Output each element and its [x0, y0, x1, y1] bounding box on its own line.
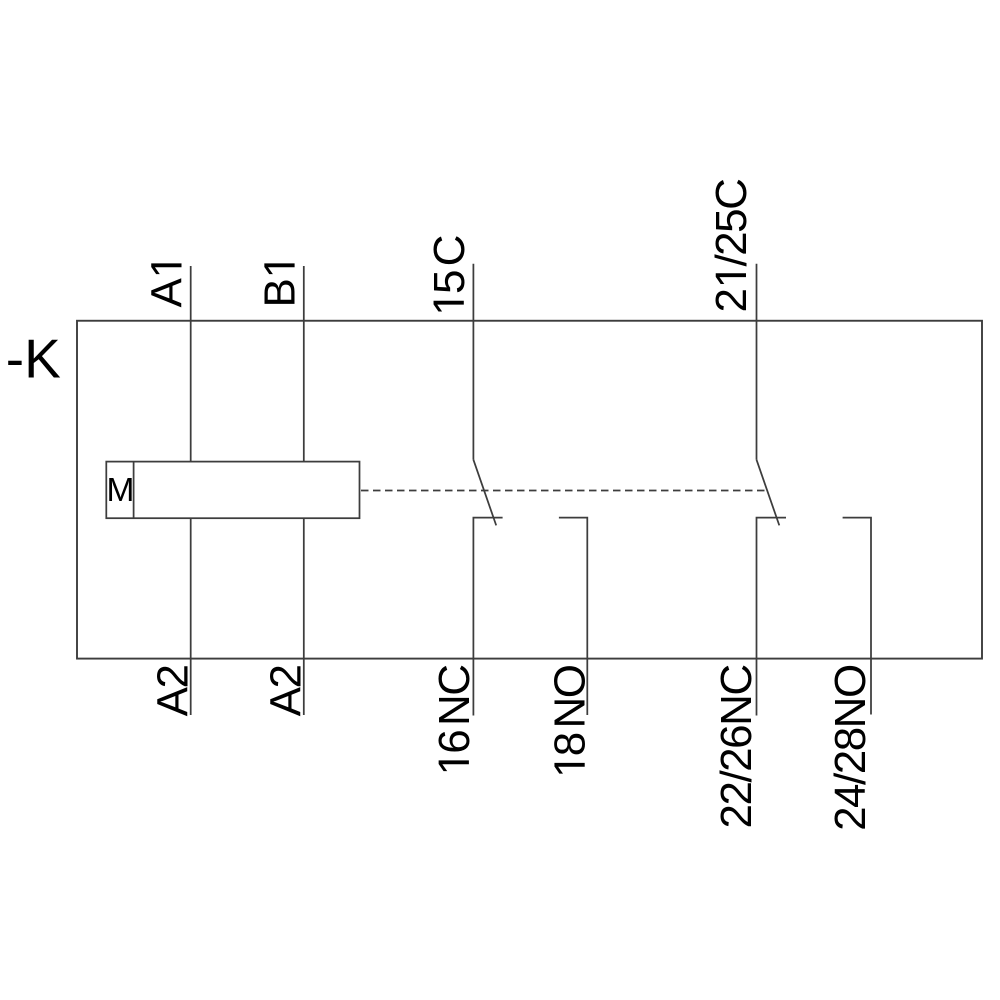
svg-text:6 NC: 6 NC [430, 665, 479, 777]
svg-text:22/26NC: 22/26NC [712, 665, 761, 829]
svg-text:-K: -K [6, 328, 61, 390]
svg-text:2 /25C: 2 /25C [707, 179, 756, 313]
svg-text:A2: A2 [148, 665, 197, 716]
svg-text:A2: A2 [262, 665, 311, 716]
svg-text:24/28NO: 24/28NO [826, 665, 875, 831]
svg-text:M: M [106, 472, 134, 509]
svg-text:8 NO: 8 NO [546, 665, 595, 779]
svg-text:5 C: 5 C [425, 235, 474, 317]
